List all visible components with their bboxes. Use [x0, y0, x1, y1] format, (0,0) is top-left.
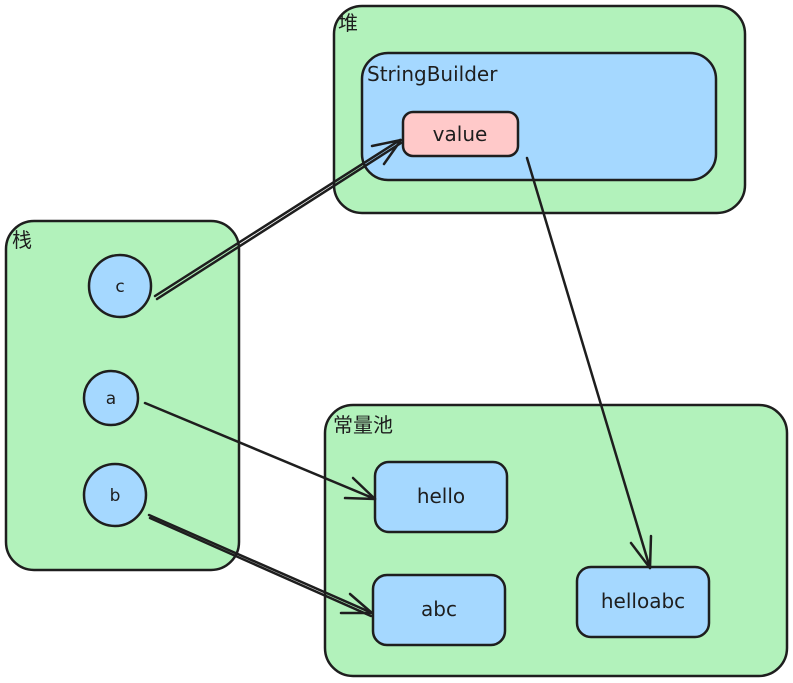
stack-var-b-label: b	[110, 486, 121, 506]
heap-title: 堆	[338, 11, 358, 35]
value-field[interactable]: value	[401, 110, 520, 158]
pool-string-helloabc[interactable]: helloabc	[575, 565, 711, 639]
stack-var-c-label: c	[115, 277, 124, 297]
stack-var-a[interactable]: a	[82, 369, 140, 427]
arrow-a-to-hello	[143, 401, 377, 501]
stack-var-c[interactable]: c	[87, 253, 153, 319]
stringbuilder-title: StringBuilder	[367, 62, 498, 86]
arrow-value-to-helloabc	[525, 156, 653, 570]
pool-string-abc[interactable]: abc	[371, 573, 507, 647]
stack-title: 栈	[12, 228, 32, 252]
arrow-b-to-abc	[147, 513, 374, 618]
constant-pool-title: 常量池	[333, 413, 393, 437]
stack-var-b[interactable]: b	[82, 462, 148, 528]
pool-string-abc-label: abc	[421, 597, 457, 621]
arrow-c-to-value	[153, 138, 403, 301]
pool-string-hello[interactable]: hello	[373, 460, 509, 534]
value-field-label: value	[433, 122, 488, 146]
pool-string-hello-label: hello	[417, 484, 465, 508]
pool-string-helloabc-label: helloabc	[601, 589, 685, 613]
stack-var-a-label: a	[106, 389, 116, 409]
